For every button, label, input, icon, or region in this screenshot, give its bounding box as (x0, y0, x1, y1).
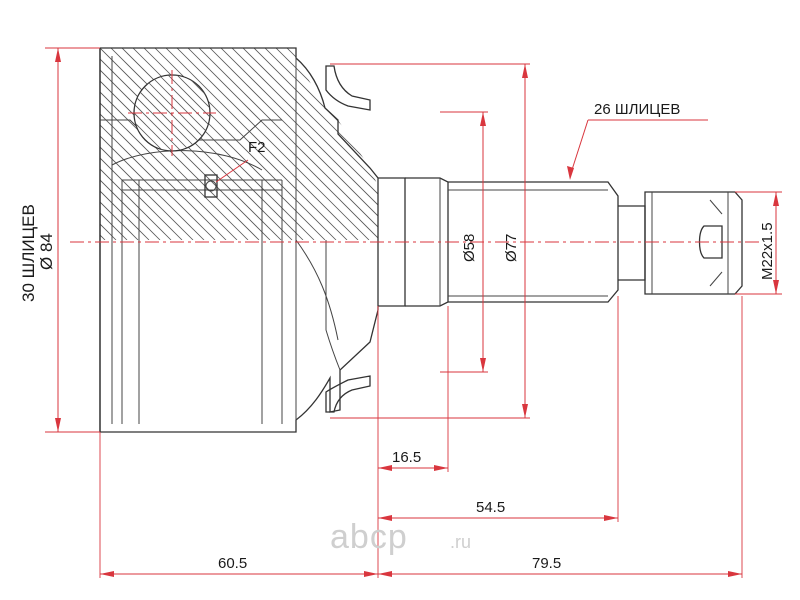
label-dim-60-5: 60.5 (218, 555, 247, 572)
hatch-line (286, 48, 378, 240)
hatch-line (100, 48, 106, 240)
label-outer-splines: 30 ШЛИЦЕВ (19, 204, 38, 302)
label-outer-diameter: Ø 84 (37, 233, 56, 270)
label-d58: Ø58 (461, 234, 478, 262)
hatch-line (242, 48, 378, 240)
hatch-line (100, 48, 227, 240)
label-f2: F2 (248, 139, 266, 156)
hatch-line (297, 48, 378, 240)
hatch-line (352, 48, 378, 240)
watermark-brand: abcp (330, 518, 408, 556)
hatch-line (198, 48, 378, 240)
label-thread: M22x1.5 (759, 222, 776, 280)
hatch-line (176, 75, 210, 151)
hatch-line (330, 48, 378, 240)
hatch-line (231, 48, 378, 240)
hatch-line (134, 75, 137, 151)
cage-window (204, 174, 218, 198)
hatch-line (176, 48, 370, 240)
label-dim-16-5: 16.5 (392, 449, 421, 466)
hatch-line (110, 48, 304, 240)
label-d77: Ø77 (503, 234, 520, 262)
hatch-line (0, 48, 83, 240)
hatch-line (264, 48, 378, 240)
hatch-line (134, 75, 182, 151)
hatch-line (134, 75, 209, 151)
hatch-line (100, 48, 216, 240)
watermark: abcp .ru (330, 518, 471, 556)
hatch-line (374, 48, 378, 240)
hatch-line (100, 48, 293, 240)
hatch-line (220, 48, 378, 240)
hatch-line (100, 48, 205, 240)
label-dim-54-5: 54.5 (476, 499, 505, 516)
extension-lines (45, 47, 782, 578)
hatch-line (185, 75, 210, 151)
label-inner-splines: 26 ШЛИЦЕВ (594, 101, 680, 118)
hatch-line (100, 48, 139, 240)
hatch-line (275, 48, 378, 240)
hatched-section (0, 48, 378, 240)
hatch-line (0, 48, 94, 240)
hatch-line (209, 48, 378, 240)
hatch-line (134, 75, 173, 151)
hatch-line (100, 48, 150, 240)
hatch-line (187, 48, 378, 240)
hatch-line (100, 48, 238, 240)
hatch-line (341, 48, 378, 240)
hatch-line (100, 48, 161, 240)
watermark-domain: .ru (450, 532, 471, 552)
hatch-line (165, 48, 359, 240)
hatch-line (134, 75, 164, 151)
hatch-line (134, 75, 191, 151)
label-dim-79-5: 79.5 (532, 555, 561, 572)
ball (128, 70, 216, 156)
hatch-line (100, 48, 183, 240)
housing-outline (99, 47, 379, 433)
hatch-line (253, 48, 378, 240)
dimension-lines (55, 48, 779, 577)
hatch-line (100, 48, 194, 240)
